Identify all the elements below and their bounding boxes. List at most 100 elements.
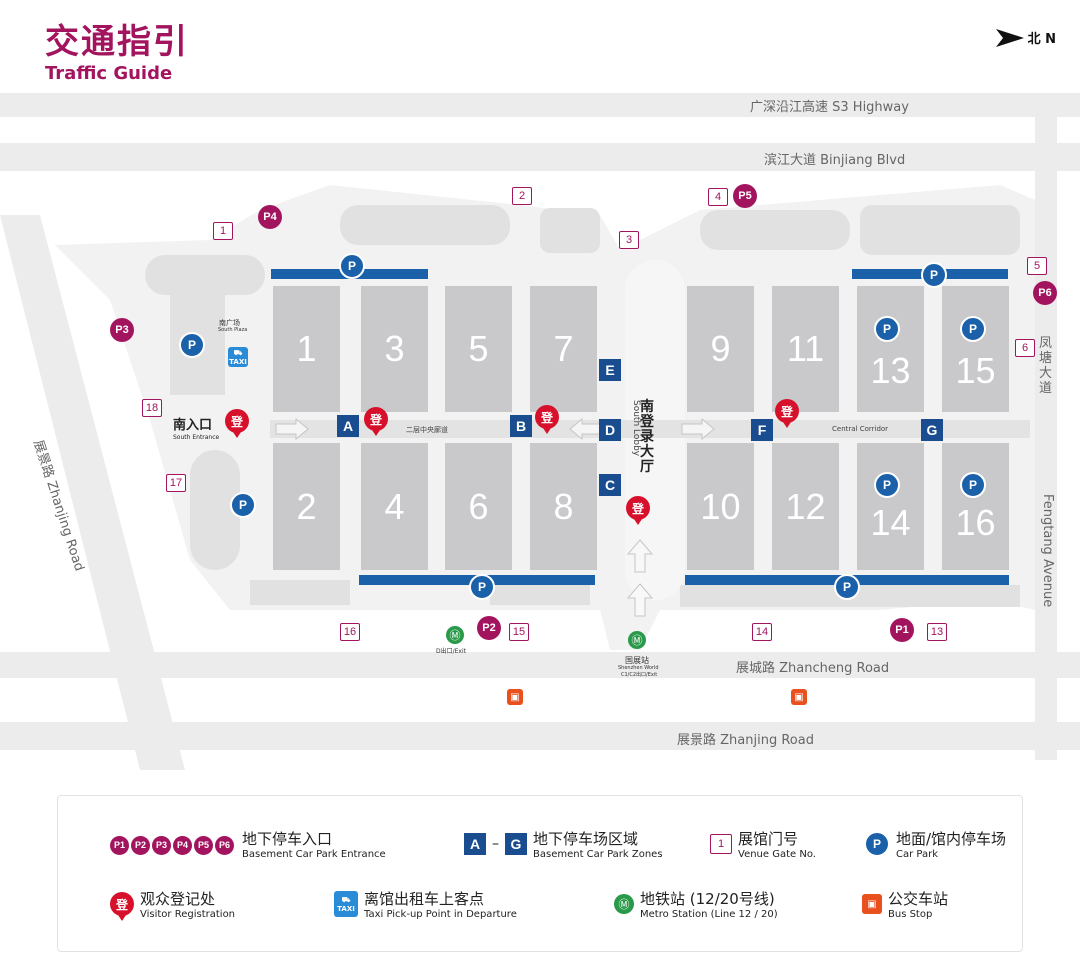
hall-3[interactable]: 3	[361, 286, 428, 412]
north-label: 北 N	[1027, 32, 1056, 47]
legend-taxi: ⛟ TAXI 离馆出租车上客点 Taxi Pick-up Point in De…	[334, 888, 517, 920]
hall-7[interactable]: 7	[530, 286, 597, 412]
entrance-p5[interactable]: P5	[733, 184, 757, 208]
legend-bus-cn: 公交车站	[888, 890, 949, 908]
hall-16[interactable]: 16	[942, 443, 1009, 570]
gate-5[interactable]: 5	[1027, 257, 1047, 275]
entrance-p1[interactable]: P1	[890, 618, 914, 642]
metro-station-icon[interactable]: Ⓜ	[628, 631, 646, 649]
car-park-marker[interactable]: P	[874, 472, 900, 498]
metro-station-en-label: Shenzhen World	[618, 665, 659, 671]
car-park-marker[interactable]: P	[469, 574, 495, 600]
registration-marker[interactable]: 登	[775, 399, 799, 428]
south-plaza-en: South Plaza	[218, 327, 248, 333]
south-entrance-en: South Entrance	[173, 434, 220, 441]
legend-p6-icon: P6	[215, 835, 234, 855]
hall-6[interactable]: 6	[445, 443, 512, 570]
bus-stop-icon[interactable]: ▣	[507, 689, 523, 705]
entrance-p2[interactable]: P2	[477, 616, 501, 640]
registration-marker[interactable]: 登	[225, 409, 249, 438]
hall-15[interactable]: 15	[942, 286, 1009, 412]
zone-d[interactable]: D	[599, 419, 621, 441]
hall-14[interactable]: 14	[857, 443, 924, 570]
road-fengtang-cn-label: 凤塘大道	[1039, 336, 1053, 396]
legend-taxi-label: TAXI	[337, 904, 355, 913]
legend-entrance-en: Basement Car Park Entrance	[242, 849, 386, 860]
legend-zone-g-icon: G	[505, 833, 527, 855]
legend-bus-icon: ▣	[862, 894, 882, 914]
car-park-marker[interactable]: P	[921, 262, 947, 288]
legend-taxi-car-glyph: ⛟	[341, 895, 351, 904]
hall-9[interactable]: 9	[687, 286, 754, 412]
legend-registration: 登 观众登记处 Visitor Registration	[110, 888, 236, 921]
registration-marker[interactable]: 登	[626, 496, 650, 525]
car-park-marker[interactable]: P	[960, 472, 986, 498]
legend-metro-en: Metro Station (Line 12 / 20)	[640, 909, 778, 920]
hall-8[interactable]: 8	[530, 443, 597, 570]
car-park-marker[interactable]: P	[874, 316, 900, 342]
gate-4[interactable]: 4	[708, 188, 728, 206]
legend-p3-icon: P3	[152, 835, 171, 855]
metro-station-exit-label: C1/C2出口/Exit	[621, 672, 658, 678]
metro-station-icon[interactable]: Ⓜ	[446, 626, 464, 644]
lobby-cn-label: 南登录大厅	[640, 399, 654, 475]
legend-taxi-cn: 离馆出租车上客点	[364, 890, 485, 908]
zone-a[interactable]: A	[337, 415, 359, 437]
road-zhancheng-label: 展城路 Zhancheng Road	[736, 661, 890, 676]
gate-15[interactable]: 15	[509, 623, 529, 641]
car-park-marker[interactable]: P	[230, 492, 256, 518]
gate-17[interactable]: 17	[166, 474, 186, 492]
gate-6[interactable]: 6	[1015, 339, 1035, 357]
legend-p1-icon: P1	[110, 835, 129, 855]
legend-bus: ▣ 公交车站 Bus Stop	[862, 888, 948, 920]
legend-registration-en: Visitor Registration	[140, 909, 236, 920]
registration-marker[interactable]: 登	[364, 407, 388, 436]
legend-zones-cn: 地下停车场区域	[533, 830, 639, 848]
registration-marker[interactable]: 登	[535, 405, 559, 434]
gate-14[interactable]: 14	[752, 623, 772, 641]
entrance-p4[interactable]: P4	[258, 205, 282, 229]
entrance-p3[interactable]: P3	[110, 318, 134, 342]
legend-gate: 1 展馆门号 Venue Gate No.	[710, 828, 816, 860]
legend-registration-cn: 观众登记处	[140, 890, 216, 908]
car-park-marker[interactable]: P	[834, 574, 860, 600]
metro-exit-d-label: D出口/Exit	[436, 648, 467, 655]
entrance-p6[interactable]: P6	[1033, 281, 1057, 305]
lobby-arrow-icon	[626, 539, 654, 617]
legend-bus-en: Bus Stop	[888, 909, 933, 920]
hall-4[interactable]: 4	[361, 443, 428, 570]
taxi-icon[interactable]: ⛟ TAXI	[228, 347, 248, 367]
gate-2[interactable]: 2	[512, 187, 532, 205]
page-subtitle: Traffic Guide	[45, 63, 173, 84]
corridor-arrow-icon	[569, 418, 603, 440]
car-park-marker[interactable]: P	[179, 332, 205, 358]
zone-f[interactable]: F	[751, 419, 773, 441]
car-park-marker[interactable]: P	[960, 316, 986, 342]
hall-11[interactable]: 11	[772, 286, 839, 412]
hall-12[interactable]: 12	[772, 443, 839, 570]
north-indicator: 北 N	[995, 28, 1056, 47]
zone-g[interactable]: G	[921, 419, 943, 441]
hall-5[interactable]: 5	[445, 286, 512, 412]
zone-b[interactable]: B	[510, 415, 532, 437]
gate-1[interactable]: 1	[213, 222, 233, 240]
zone-c[interactable]: C	[599, 474, 621, 496]
legend-taxi-en: Taxi Pick-up Point in Departure	[364, 909, 517, 920]
hall-10[interactable]: 10	[687, 443, 754, 570]
gate-16[interactable]: 16	[340, 623, 360, 641]
gate-3[interactable]: 3	[619, 231, 639, 249]
car-park-marker[interactable]: P	[339, 253, 365, 279]
gate-18[interactable]: 18	[142, 399, 162, 417]
hall-2[interactable]: 2	[273, 443, 340, 570]
bus-stop-icon[interactable]: ▣	[791, 689, 807, 705]
gate-13[interactable]: 13	[927, 623, 947, 641]
hall-13[interactable]: 13	[857, 286, 924, 412]
corridor-en-label: Central Corridor	[832, 425, 889, 433]
legend-zones-en: Basement Car Park Zones	[533, 849, 663, 860]
hall-1[interactable]: 1	[273, 286, 340, 412]
corridor-arrow-icon	[681, 418, 715, 440]
legend-entrance-cn: 地下停车入口	[242, 830, 333, 848]
zone-e[interactable]: E	[599, 359, 621, 381]
